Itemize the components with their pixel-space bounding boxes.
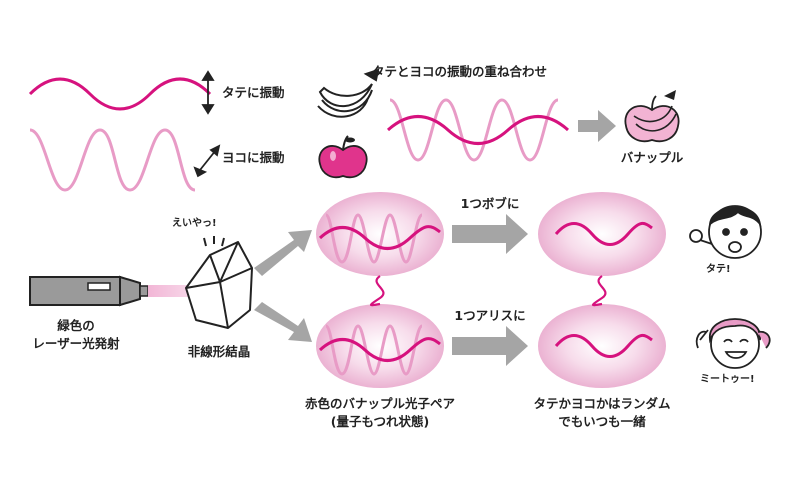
crystal-label: 非線形結晶: [187, 344, 251, 359]
entanglement-link-right: [591, 275, 607, 307]
upper-photon-vertical-wave: [318, 225, 441, 250]
photon-ellipse-upper: [316, 192, 444, 276]
superposition-vertical-wave: [386, 115, 570, 145]
banapple-label: バナップル: [620, 150, 684, 165]
superposition-label: タテとヨコの振動の重ね合わせ: [372, 64, 548, 79]
laser-pointer-icon: [29, 275, 149, 307]
banana-icon: [317, 68, 380, 118]
vertical-vibration-label: タテに振動: [222, 85, 285, 100]
arrow-to-alice: [452, 326, 528, 366]
diagonal-arrow-icon: [193, 144, 221, 178]
upper-photon-horizontal-wave: [324, 213, 424, 264]
banapple-icon: [624, 90, 680, 143]
crystal-sparkle-icon: [203, 236, 225, 247]
alice-speech-label: ミートゥー!: [700, 374, 755, 385]
to-bob-label: 1つボブに: [460, 196, 520, 211]
crystal-icon: [185, 241, 253, 329]
random-label-line2: でもいつも一緒: [558, 414, 646, 429]
laser-beam: [148, 285, 190, 297]
bob-photon-ellipse: [538, 192, 666, 276]
photon-pair-label-line1: 赤色のバナップル光子ペア: [304, 396, 456, 411]
vertical-wave: [28, 77, 212, 111]
laser-label-line1: 緑色の: [57, 318, 95, 333]
lower-photon-vertical-wave: [318, 337, 441, 362]
arrow-to-banapple: [578, 110, 616, 142]
photon-pair-label-line2: (量子もつれ状態): [330, 414, 430, 429]
vertical-arrow-icon: [201, 70, 215, 115]
bob-photon-wave: [554, 222, 653, 246]
entanglement-link-left: [369, 275, 385, 307]
to-alice-label: 1つアリスに: [454, 308, 526, 323]
laser-label-line2: レーザー光発射: [32, 336, 120, 351]
bob-speech-label: タテ!: [706, 264, 731, 275]
alice-face-icon: [695, 318, 771, 369]
apple-icon: [318, 135, 368, 179]
arrow-upper: [254, 230, 312, 276]
arrow-to-bob: [452, 214, 528, 254]
bob-face-icon: [689, 205, 762, 259]
crystal-shout-label: えいやっ!: [172, 218, 217, 229]
alice-photon-wave: [554, 334, 653, 358]
photon-ellipse-lower: [316, 304, 444, 388]
arrow-lower: [254, 302, 312, 342]
random-label-line1: タテかヨコかはランダム: [533, 396, 671, 411]
superposition-horizontal-wave: [389, 98, 559, 162]
alice-photon-ellipse: [538, 304, 666, 388]
horizontal-vibration-label: ヨコに振動: [222, 150, 285, 165]
lower-photon-horizontal-wave: [324, 324, 424, 376]
horizontal-wave: [29, 128, 196, 192]
